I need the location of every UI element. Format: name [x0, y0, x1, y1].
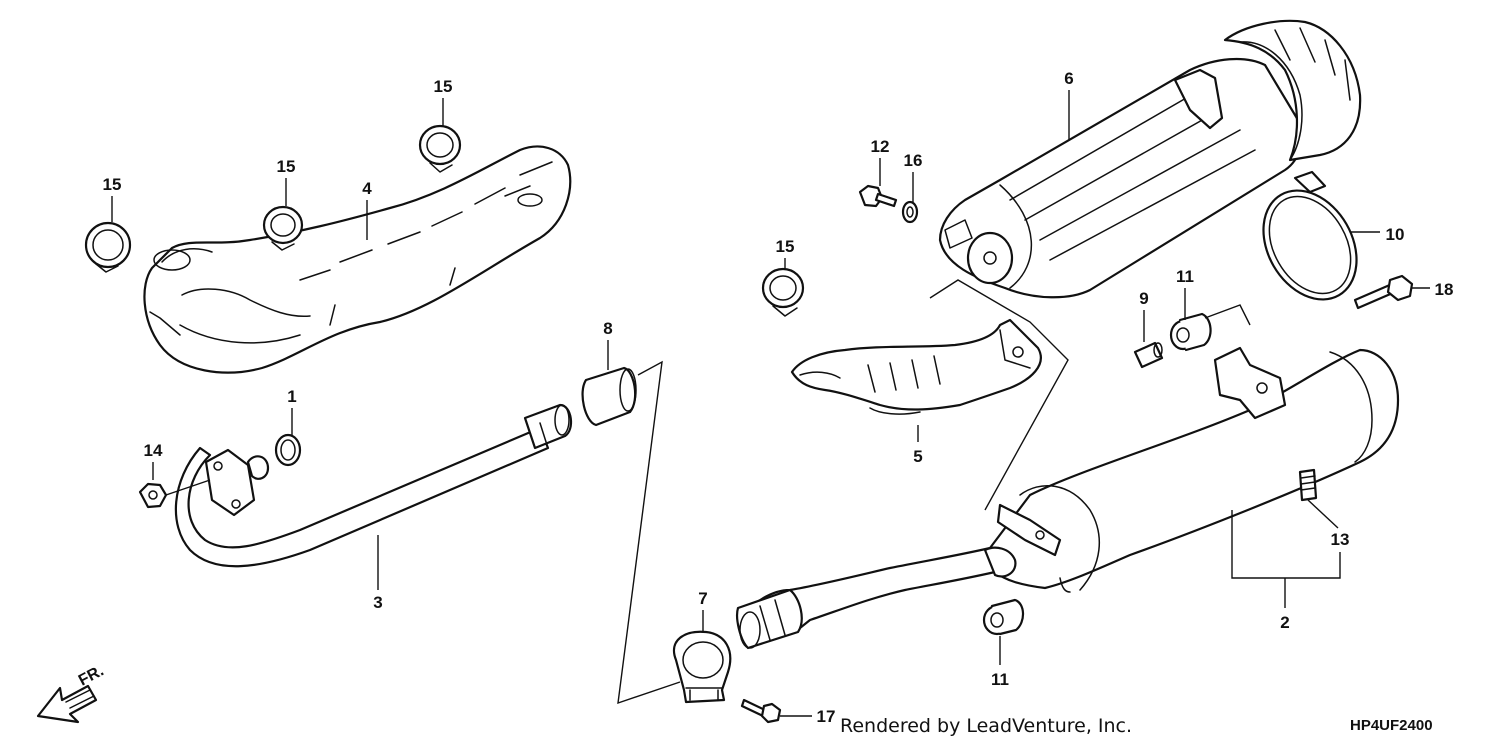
callout-5: 5	[913, 447, 922, 466]
callout-10: 10	[1386, 225, 1405, 244]
callout-11-lower: 11	[991, 670, 1009, 689]
part-17-bolt[interactable]	[740, 698, 782, 724]
part-12-bolt[interactable]	[858, 184, 898, 208]
callout-16: 16	[904, 151, 923, 170]
callout-2: 2	[1280, 613, 1289, 632]
callout-11-upper: 11	[1176, 267, 1194, 286]
part-7-band-clamp[interactable]	[673, 630, 732, 704]
part-11-collar-upper[interactable]	[1169, 312, 1212, 352]
part-16-washer[interactable]	[901, 200, 919, 224]
front-direction-arrow: FR.	[36, 662, 107, 724]
leader-lines	[111, 90, 1430, 717]
callout-8: 8	[603, 319, 612, 338]
callout-12: 12	[871, 137, 890, 156]
part-1-gasket[interactable]	[274, 433, 302, 467]
part-3-exhaust-pipe[interactable]	[174, 403, 573, 568]
part-14-nut[interactable]	[138, 482, 168, 509]
part-4-pipe-protector[interactable]	[143, 145, 572, 374]
callout-17: 17	[817, 707, 836, 726]
callout-9: 9	[1139, 289, 1148, 308]
part-2-muffler[interactable]	[736, 346, 1400, 650]
callout-18: 18	[1435, 280, 1454, 299]
part-15-clamp-d[interactable]	[761, 267, 805, 317]
callout-15-b: 15	[277, 157, 296, 176]
callout-labels: 15 15 15 4 1 14 3 8 7 17 6 12 16 15 5 9 …	[103, 69, 1454, 726]
part-18-bolt[interactable]	[1353, 274, 1414, 310]
callout-1: 1	[287, 387, 296, 406]
part-9-sleeve[interactable]	[1133, 341, 1164, 369]
part-11-collar-lower[interactable]	[982, 598, 1025, 636]
credit-text: Rendered by LeadVenture, Inc.	[840, 715, 1132, 737]
part-8-joint-collar[interactable]	[581, 366, 637, 427]
callout-13: 13	[1331, 530, 1350, 549]
part-15-clamp-b[interactable]	[262, 205, 304, 251]
part-15-clamp-a[interactable]	[84, 221, 132, 273]
part-13-plug[interactable]	[1298, 468, 1318, 502]
callout-15-c: 15	[434, 77, 453, 96]
part-5-muffler-protector[interactable]	[790, 318, 1042, 415]
callout-3: 3	[373, 593, 382, 612]
callout-14: 14	[144, 441, 163, 460]
fr-label: FR.	[76, 662, 107, 689]
part-15-clamp-c[interactable]	[418, 124, 462, 173]
diagram-code: HP4UF2400	[1350, 717, 1433, 734]
callout-4: 4	[362, 179, 372, 198]
callout-7: 7	[698, 589, 707, 608]
part-6-muffler-protector-cover[interactable]	[938, 19, 1362, 299]
callout-6: 6	[1064, 69, 1073, 88]
callout-15-a: 15	[103, 175, 122, 194]
callout-15-d: 15	[776, 237, 795, 256]
part-10-band[interactable]	[1245, 170, 1376, 316]
